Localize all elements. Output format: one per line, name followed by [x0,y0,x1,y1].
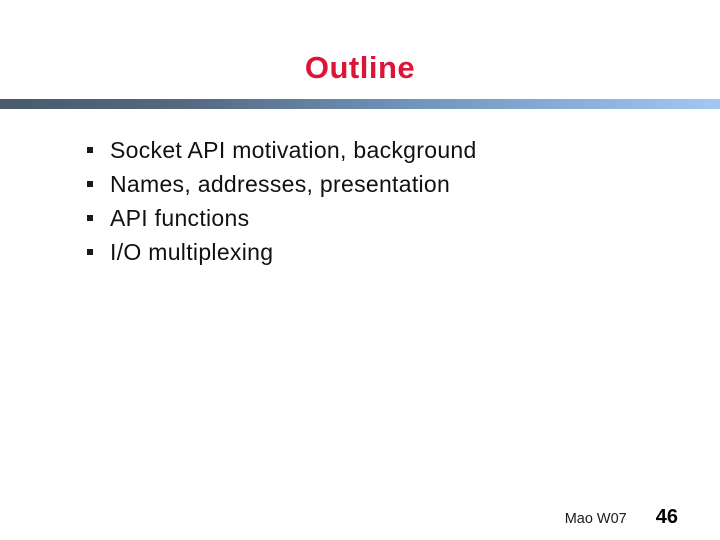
square-bullet-icon [87,215,93,221]
square-bullet-icon [87,147,93,153]
footer: Mao W07 46 [565,506,678,529]
list-item: Names, addresses, presentation [87,167,647,201]
footer-author: Mao W07 [564,511,627,527]
bullet-text: Socket API motivation, background [110,137,477,163]
footer-page-number: 46 [655,506,678,528]
title-divider-bar [0,99,720,109]
bullet-list: Socket API motivation, background Names,… [87,133,647,269]
bullet-text: API functions [110,205,250,231]
list-item: API functions [87,201,647,235]
list-item: Socket API motivation, background [87,133,647,167]
square-bullet-icon [87,249,93,255]
bullet-text: Names, addresses, presentation [110,171,451,197]
bullet-text: I/O multiplexing [110,239,274,265]
slide-title: Outline [304,50,416,85]
list-item: I/O multiplexing [87,235,647,269]
square-bullet-icon [87,181,93,187]
